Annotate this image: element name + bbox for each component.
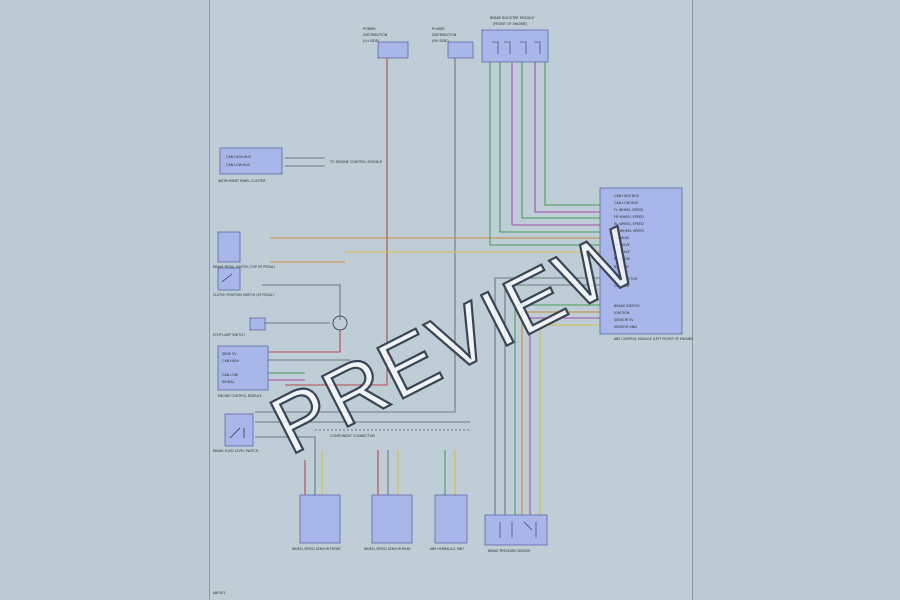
wire-gray-2 bbox=[262, 284, 341, 320]
switch-caption: BRAKE FLUID LEVEL SWITCH bbox=[213, 449, 259, 453]
abs-row-0: CAN HIGH BUS bbox=[614, 194, 639, 198]
abs-row-9: RR VALVE bbox=[614, 257, 630, 261]
abs-row-15: SENSOR GND bbox=[614, 325, 637, 329]
abs-row-3: FR WHEEL SPEED bbox=[614, 215, 644, 219]
sensor1-caption: BRAKE PEDAL SWITCH (TOP OF PEDAL) bbox=[213, 265, 275, 269]
wire-violet-a bbox=[511, 62, 600, 226]
fuse-left-l3: (LH SIDE) bbox=[363, 39, 380, 43]
ecm-row-0: SENS 5V bbox=[222, 352, 237, 356]
brake-pressure-sensor bbox=[484, 514, 548, 546]
splice-label: COMPONENT CONNECTOR bbox=[330, 434, 375, 438]
fuse-left-l1: POWER bbox=[363, 27, 376, 31]
abs-caption: ABS CONTROL MODULE (LEFT FRONT OF ENGINE… bbox=[614, 337, 693, 341]
booster-internal-symbols bbox=[492, 41, 541, 54]
ecm-row-1: CAN HIGH bbox=[222, 359, 239, 363]
brake-booster-module bbox=[481, 29, 549, 63]
footer-id: AB0101 bbox=[213, 591, 225, 595]
abs-row-1: CAN LOW BUS bbox=[614, 201, 638, 205]
abs-row-12: BRAKE SWITCH bbox=[614, 304, 640, 308]
abs-row-13: IGNITION bbox=[614, 311, 630, 315]
bottom-right-caption: BRAKE PRESSURE SENSOR bbox=[488, 549, 531, 553]
wire-violet-b bbox=[534, 62, 600, 213]
wire-gray-right bbox=[494, 277, 600, 515]
preview-watermark: PREVIEW bbox=[257, 210, 654, 472]
can-l1: CAN HIGH BUS bbox=[226, 155, 251, 159]
module-layer bbox=[217, 29, 683, 546]
brake-pedal-switch bbox=[217, 231, 241, 263]
wire-green-a bbox=[489, 62, 600, 246]
can-l2: CAN LOW BUS bbox=[226, 163, 250, 167]
wire-gray-bottom-2 bbox=[255, 436, 316, 498]
abs-control-module bbox=[599, 187, 683, 335]
abs-row-14: SENSOR 5V bbox=[614, 318, 634, 322]
wire-violet-right bbox=[529, 317, 600, 515]
abs-row-10: PUMP MOTOR bbox=[614, 277, 638, 281]
can-caption: INSTRUMENT PANEL CLUSTER bbox=[218, 179, 266, 183]
abs-row-7: FR VALVE bbox=[614, 243, 630, 247]
wire-green-c bbox=[521, 62, 600, 219]
wire-green-d bbox=[544, 62, 600, 206]
booster-title: BRAKE BOOSTER MODULE bbox=[490, 16, 534, 20]
abs-row-8: RL VALVE bbox=[614, 250, 630, 254]
wire-gray-right-2 bbox=[504, 284, 600, 515]
fuse-right-l3: (RH SIDE) bbox=[432, 39, 449, 43]
splice-connector bbox=[332, 315, 348, 331]
stop-lamp-switch bbox=[249, 317, 266, 331]
abs-row-16: BATTERY bbox=[614, 265, 630, 269]
wire-red-ecm bbox=[268, 330, 341, 353]
bottom-module-1 bbox=[299, 494, 341, 544]
sensor3-caption: STOP LAMP SWITCH bbox=[213, 333, 245, 337]
fuse-right-l2: DISTRIBUTION bbox=[432, 33, 457, 37]
ecm-row-3: SIGNAL bbox=[222, 380, 235, 384]
note-top: TO ENGINE CONTROL MODULE bbox=[329, 160, 382, 164]
wire-orange-right bbox=[521, 311, 600, 515]
switch-symbol-fluid bbox=[229, 427, 245, 439]
ecm-row-2: CAN LOW bbox=[222, 373, 239, 377]
pressure-internal-symbols bbox=[499, 521, 537, 538]
can-block bbox=[219, 147, 283, 175]
wire-yellow-right bbox=[539, 324, 600, 515]
switch-symbol-2 bbox=[221, 273, 233, 283]
fuse-box-right bbox=[447, 41, 474, 59]
abs-row-4: RL WHEEL SPEED bbox=[614, 222, 644, 226]
clutch-position-switch bbox=[217, 267, 241, 291]
bottom-2-caption: WHEEL SPEED SENSOR REAR bbox=[364, 547, 411, 551]
wire-gray-main bbox=[255, 58, 456, 413]
label-layer: POWER DISTRIBUTION (LH SIDE) POWER DISTR… bbox=[213, 16, 693, 595]
abs-row-2: FL WHEEL SPEED bbox=[614, 208, 644, 212]
bottom-module-3 bbox=[434, 494, 468, 544]
sensor2-caption: CLUTCH POSITION SWITCH (AT PEDAL) bbox=[213, 293, 274, 297]
fuse-left-l2: DISTRIBUTION bbox=[363, 33, 388, 37]
wire-green-b bbox=[499, 62, 600, 233]
brake-fluid-switch bbox=[224, 413, 254, 447]
wire-green-right bbox=[514, 304, 600, 515]
booster-sub: (FRONT OF ENGINE) bbox=[493, 22, 528, 26]
fuse-right-l1: POWER bbox=[432, 27, 445, 31]
ecm-caption: ENGINE CONTROL MODULE bbox=[218, 394, 262, 398]
fuse-box-left bbox=[377, 41, 409, 59]
wire-layer bbox=[255, 58, 600, 515]
bottom-1-caption: WHEEL SPEED SENSOR FRONT bbox=[292, 547, 341, 551]
bottom-module-2 bbox=[371, 494, 413, 544]
wire-red-main bbox=[285, 58, 388, 386]
abs-row-6: FL VALVE bbox=[614, 236, 629, 240]
abs-row-5: RR WHEEL SPEED bbox=[614, 229, 644, 233]
abs-row-11: GROUND bbox=[614, 284, 630, 288]
bottom-3-caption: ABS HYDRAULIC UNIT bbox=[430, 547, 464, 551]
engine-control-module bbox=[217, 345, 269, 391]
